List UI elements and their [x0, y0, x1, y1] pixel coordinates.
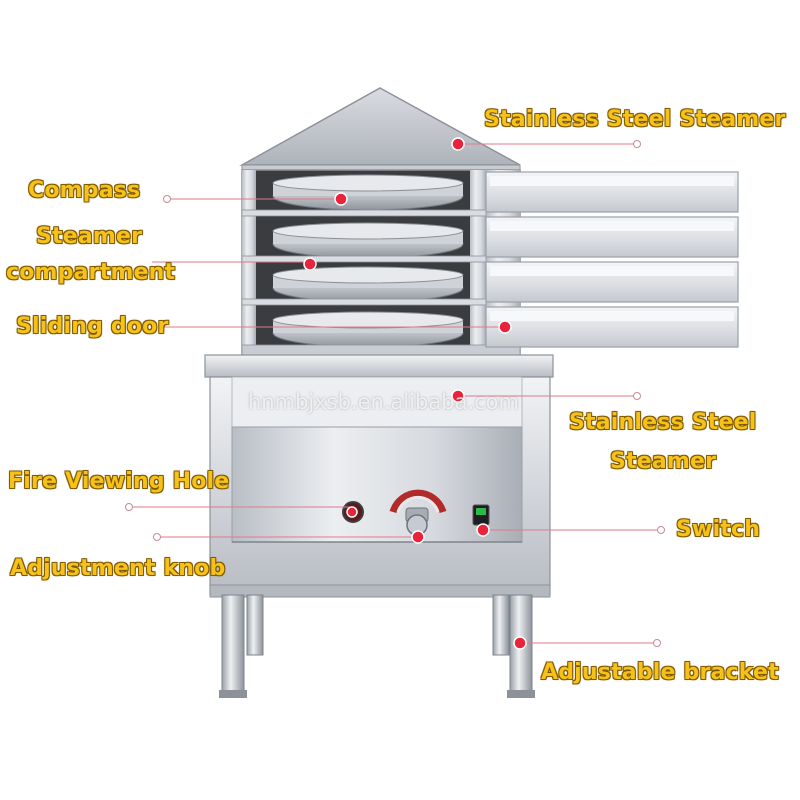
label-compass: Compass — [28, 178, 141, 203]
compartment-shelves — [241, 209, 521, 356]
label-sliding-door: Sliding door — [16, 314, 169, 339]
red-markers — [303, 137, 527, 650]
label-steamer-compartment-line1: Steamer — [36, 224, 143, 249]
steamer-trays — [272, 174, 464, 348]
label-switch: Switch — [676, 517, 761, 542]
label-stainless-steel-steamer-body-line2: Steamer — [610, 449, 717, 474]
label-steamer-compartment-line2: compartment — [6, 260, 176, 285]
label-adjustment-knob: Adjustment knob — [10, 556, 226, 581]
label-adjustable-bracket: Adjustable bracket — [541, 660, 779, 685]
label-fire-viewing-hole: Fire Viewing Hole — [8, 469, 230, 494]
label-stainless-steel-steamer-top: Stainless Steel Steamer — [484, 107, 786, 132]
watermark: hnmbjxsb.en.alibaba.com — [248, 390, 519, 414]
adjustable-legs — [219, 594, 535, 698]
label-stainless-steel-steamer-body-line1: Stainless Steel — [569, 410, 757, 435]
adjustment-knob-graphic — [389, 489, 447, 536]
base-cabinet — [204, 354, 554, 598]
leader-end-circles — [125, 140, 665, 647]
switch-graphic — [472, 504, 490, 526]
leader-lines — [130, 143, 660, 644]
steamer-roof — [239, 87, 521, 173]
sliding-doors — [485, 171, 739, 348]
